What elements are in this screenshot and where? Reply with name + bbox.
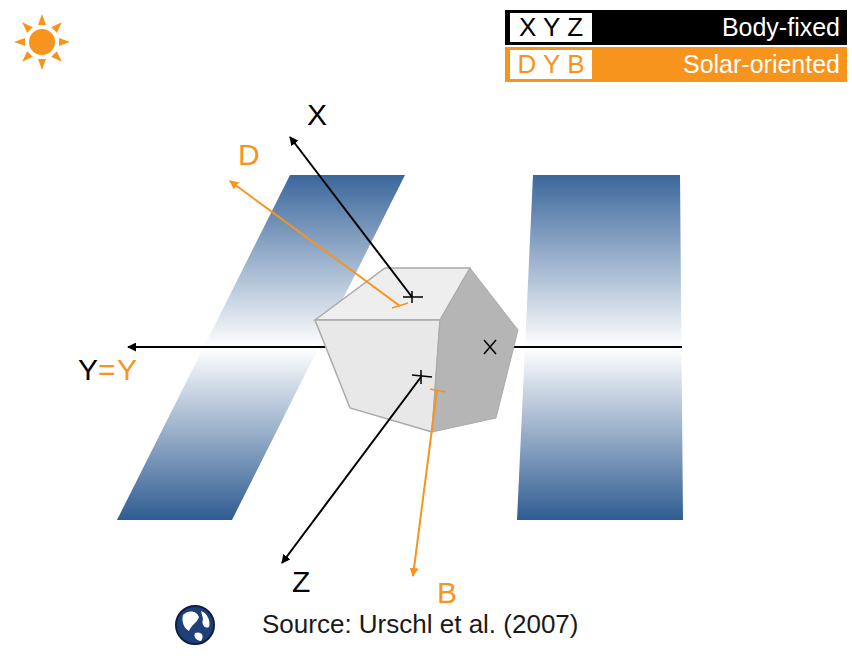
x-axis (290, 137, 412, 297)
legend-symbols: X Y Z (510, 13, 592, 42)
satellite-body (315, 268, 518, 432)
b-axis (413, 390, 437, 576)
axis-label: Y (117, 355, 137, 385)
axis-label: B (437, 578, 457, 608)
axis-label: = (98, 355, 116, 385)
axis-label: X (307, 100, 327, 130)
axis-label: D (238, 140, 260, 170)
axis-label: Y (78, 355, 98, 385)
sun-icon (14, 14, 70, 70)
legend-symbols: D Y B (510, 50, 592, 79)
axis-label: Z (292, 567, 310, 597)
z-axis (282, 377, 421, 563)
origin-ticks (392, 291, 496, 392)
d-axis (230, 181, 400, 306)
legend-text: Body-fixed (722, 15, 840, 40)
earth-icon (176, 606, 214, 644)
legend-text: Solar-oriented (683, 52, 840, 77)
source-caption: Source: Urschl et al. (2007) (262, 611, 578, 637)
